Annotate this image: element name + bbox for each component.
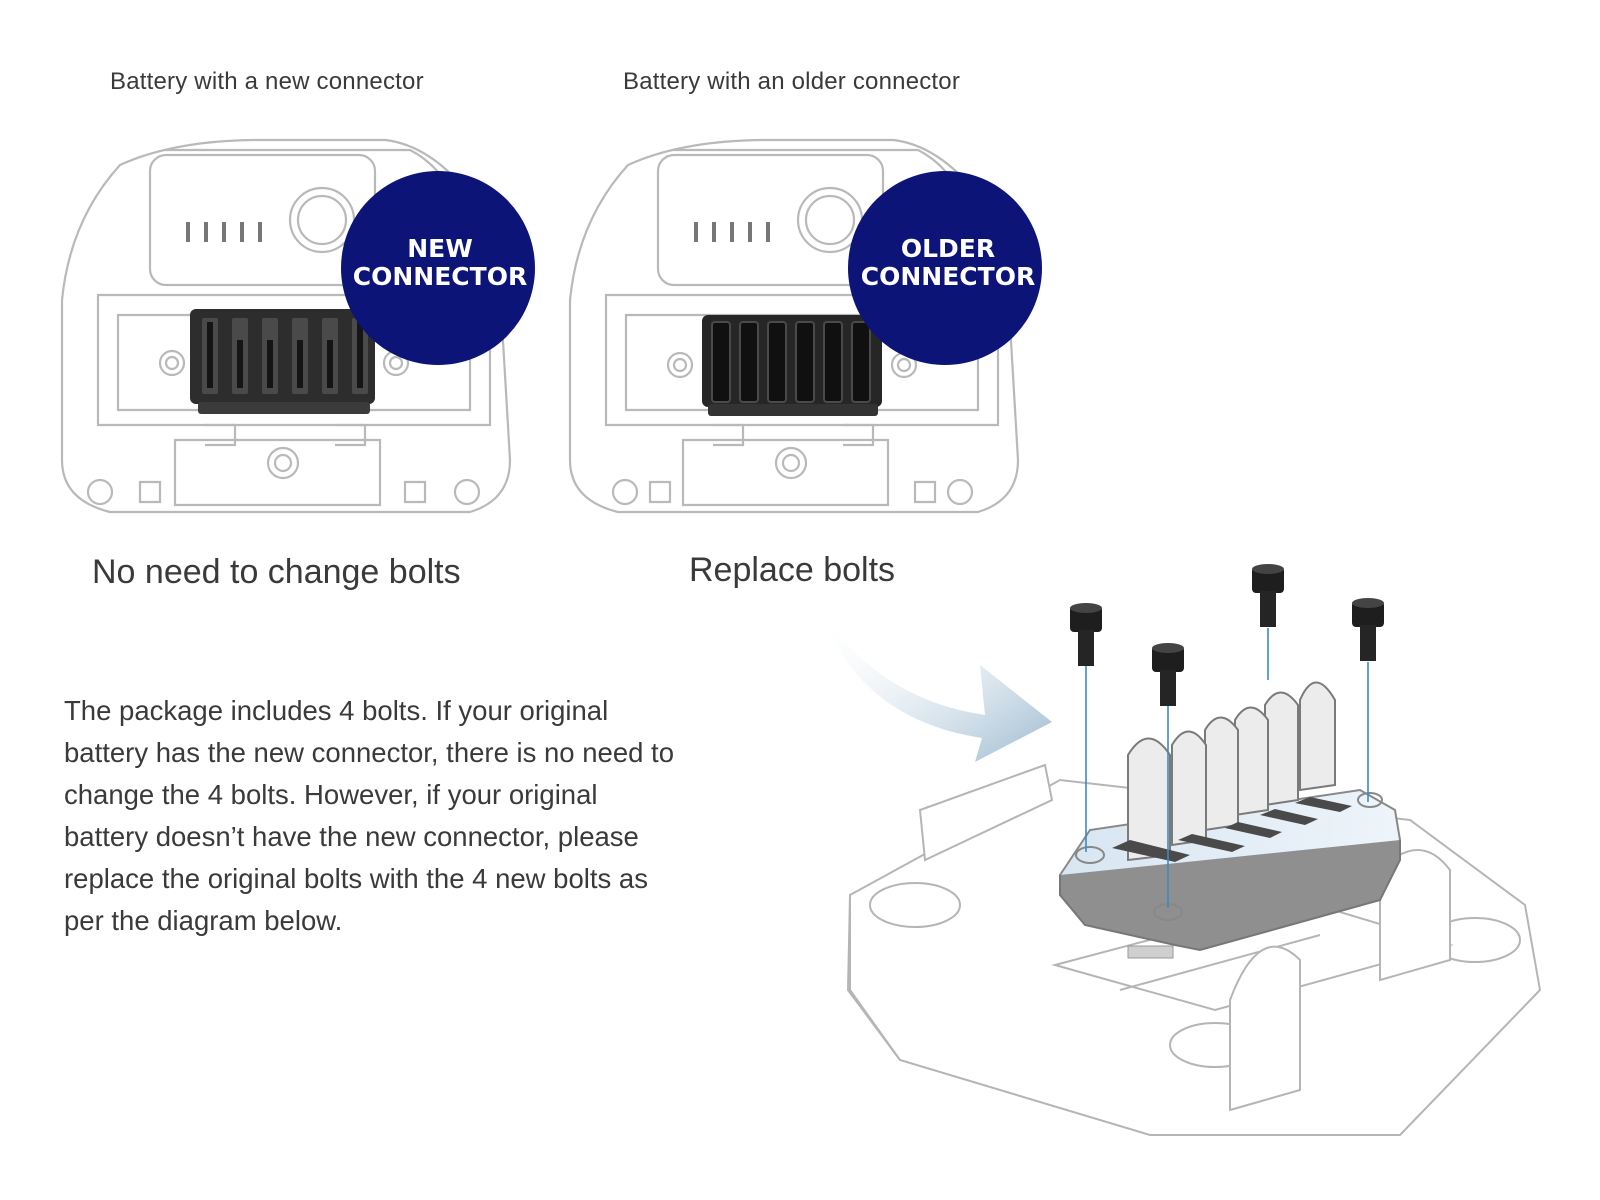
bolt-icon-2	[1152, 643, 1184, 706]
instructions-line: change the 4 bolts. However, if your ori…	[64, 779, 598, 810]
new-badge-line2: CONNECTOR	[353, 262, 527, 291]
older-connector-heading: Battery with an older connector	[623, 68, 961, 95]
bolt-icon-4	[1352, 598, 1384, 661]
right-indicator-leds	[694, 222, 770, 242]
instructions-line: battery doesn’t have the new connector, …	[64, 821, 639, 852]
older-connector-block	[702, 315, 882, 416]
bolt-icon-3	[1252, 564, 1284, 627]
no-change-caption: No need to change bolts	[92, 553, 461, 591]
instructions-line: per the diagram below.	[64, 905, 343, 936]
instructions-line: battery has the new connector, there is …	[64, 737, 674, 768]
older-connector-badge: OLDER CONNECTOR	[848, 171, 1042, 365]
new-connector-badge: NEW CONNECTOR	[341, 171, 535, 365]
pin-sockets	[1112, 797, 1352, 862]
new-connector-heading: Battery with a new connector	[110, 68, 424, 95]
connector-pins	[1127, 681, 1336, 862]
older-badge-line1: OLDER	[901, 234, 995, 263]
older-badge-line2: CONNECTOR	[861, 262, 1035, 291]
pointer-arrow	[820, 610, 1052, 762]
bolt-icon-1	[1070, 603, 1102, 666]
bolt-guide-lines	[1085, 628, 1369, 908]
instructions-line: replace the original bolts with the 4 ne…	[64, 863, 648, 894]
left-indicator-leds	[186, 222, 262, 242]
instructions-paragraph: The package includes 4 bolts. If your or…	[64, 690, 784, 942]
replace-bolts-caption: Replace bolts	[689, 551, 896, 589]
new-badge-line1: NEW	[407, 234, 473, 263]
new-connector-block	[190, 309, 375, 414]
instructions-line: The package includes 4 bolts. If your or…	[64, 695, 609, 726]
